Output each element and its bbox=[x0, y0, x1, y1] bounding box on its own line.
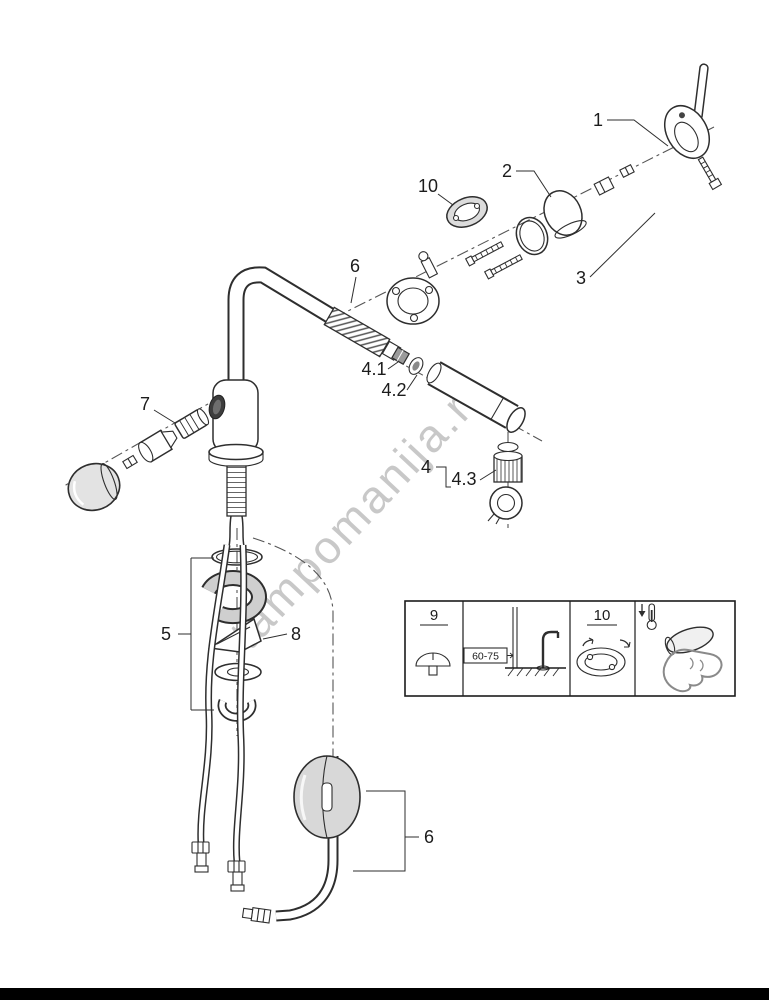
callout-5-bracket bbox=[178, 557, 214, 711]
nozzle-part-4-2 bbox=[408, 357, 424, 375]
dimension-text: 60-75 bbox=[472, 651, 499, 663]
pullout-hose bbox=[241, 756, 339, 924]
valve-knob bbox=[67, 462, 121, 512]
aerator-o-ring bbox=[497, 441, 519, 453]
callout-7-leader bbox=[153, 409, 176, 424]
base-o-ring bbox=[211, 548, 263, 566]
handle-adapter bbox=[593, 176, 615, 196]
axis-pullout-hose bbox=[252, 537, 334, 772]
callout-4-3-leader bbox=[479, 469, 497, 481]
tech-info-inset: 9 60-75 10 bbox=[404, 600, 736, 697]
callout-8-leader bbox=[262, 633, 288, 640]
footer-bar bbox=[0, 988, 769, 1000]
lever-handle bbox=[663, 63, 723, 191]
callout-1: 1 bbox=[593, 110, 603, 130]
base-escutcheon bbox=[208, 443, 264, 461]
valve-body bbox=[138, 429, 178, 463]
callout-4-2: 4.2 bbox=[381, 380, 406, 400]
callout-2-leader bbox=[516, 170, 552, 198]
side-valve-group bbox=[67, 408, 210, 512]
callout-10-escutcheon: 10 bbox=[418, 176, 438, 196]
check-valve-part-4-1 bbox=[391, 346, 411, 366]
callout-6-weight-bracket bbox=[353, 790, 419, 872]
faucet-body bbox=[208, 379, 264, 547]
threaded-shank bbox=[226, 465, 247, 517]
callout-4-2-leader bbox=[406, 374, 418, 391]
callout-4-1: 4.1 bbox=[361, 359, 386, 379]
pullout-spray-head bbox=[426, 361, 526, 433]
arrow-down-icon bbox=[638, 604, 646, 617]
cap-o-ring bbox=[515, 216, 549, 256]
inset-label-9: 9 bbox=[430, 607, 438, 624]
hose-weight bbox=[293, 755, 361, 839]
escutcheon-rosette bbox=[446, 196, 488, 228]
aerator-body bbox=[493, 450, 523, 483]
lever-hand-icon bbox=[662, 626, 723, 693]
callout-4-bracket bbox=[436, 466, 451, 488]
callout-10-leader bbox=[437, 193, 454, 206]
callout-3: 3 bbox=[576, 268, 586, 288]
valve-screw bbox=[122, 454, 138, 470]
callout-2: 2 bbox=[502, 161, 512, 181]
callouts: 1 2 3 10 6 4.1 4.2 4 4.3 7 5 8 6 bbox=[140, 110, 669, 872]
inset-panel-installation: 60-75 bbox=[463, 607, 566, 677]
callout-3-leader bbox=[589, 212, 656, 278]
inset-panel-glide: 9 bbox=[415, 607, 451, 676]
faucet-spout bbox=[227, 266, 402, 392]
callout-6-weight: 6 bbox=[424, 827, 434, 847]
hose-fitting-right bbox=[227, 860, 246, 892]
handle-set-screw bbox=[619, 163, 635, 179]
callout-4-3: 4.3 bbox=[451, 469, 476, 489]
spray-holder-clip bbox=[487, 486, 523, 525]
callout-4: 4 bbox=[421, 457, 431, 477]
thermometer-icon bbox=[646, 603, 657, 631]
furniture-glide-icon bbox=[415, 652, 451, 676]
callout-6-spout-leader bbox=[350, 276, 357, 304]
rosette-icon bbox=[576, 637, 631, 677]
callout-8: 8 bbox=[291, 624, 301, 644]
callout-6-spout: 6 bbox=[350, 256, 360, 276]
callout-4-1-leader bbox=[387, 361, 399, 370]
callout-1-leader bbox=[607, 119, 669, 147]
valve-adapter bbox=[174, 408, 210, 439]
handle-screw bbox=[697, 156, 723, 191]
hose-fitting-left bbox=[191, 841, 210, 873]
inset-panel-lever bbox=[638, 603, 723, 693]
mounting-screw-2 bbox=[483, 254, 523, 280]
spout-knurled-end bbox=[323, 306, 391, 358]
cartridge bbox=[386, 251, 440, 325]
aerator-stack bbox=[487, 441, 523, 525]
inset-panel-rosette: 10 bbox=[576, 607, 631, 677]
callout-5: 5 bbox=[161, 624, 171, 644]
dome-cap bbox=[543, 190, 587, 239]
inset-label-10: 10 bbox=[594, 607, 611, 624]
pullout-hose-fitting bbox=[241, 907, 272, 924]
mounting-screw-1 bbox=[464, 241, 504, 267]
callout-7: 7 bbox=[140, 394, 150, 414]
supply-hoses bbox=[191, 544, 248, 892]
